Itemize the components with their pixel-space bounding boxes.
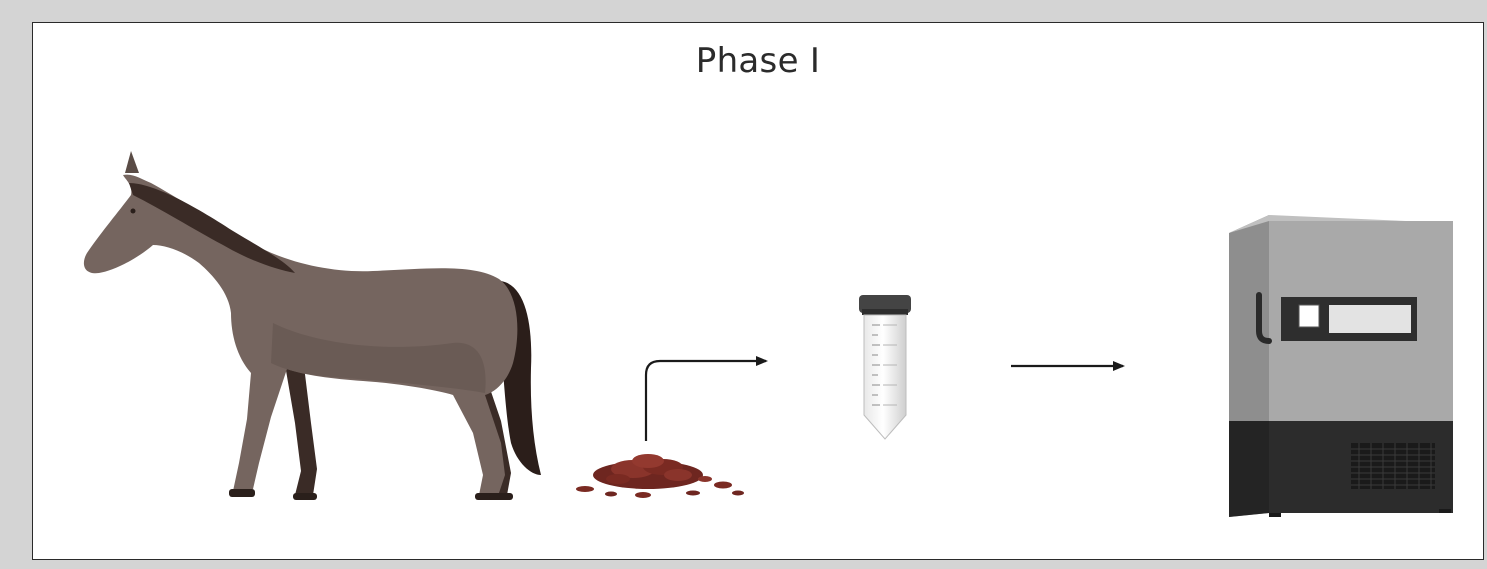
freezer-icon	[1229, 215, 1453, 517]
feces-pile-icon	[576, 454, 744, 498]
diagram-scene	[33, 23, 1484, 560]
sample-tube-icon	[859, 295, 911, 439]
horse-icon	[84, 151, 541, 500]
arrow-feces-to-tube	[646, 361, 766, 441]
diagram-panel: Phase I	[32, 22, 1484, 560]
